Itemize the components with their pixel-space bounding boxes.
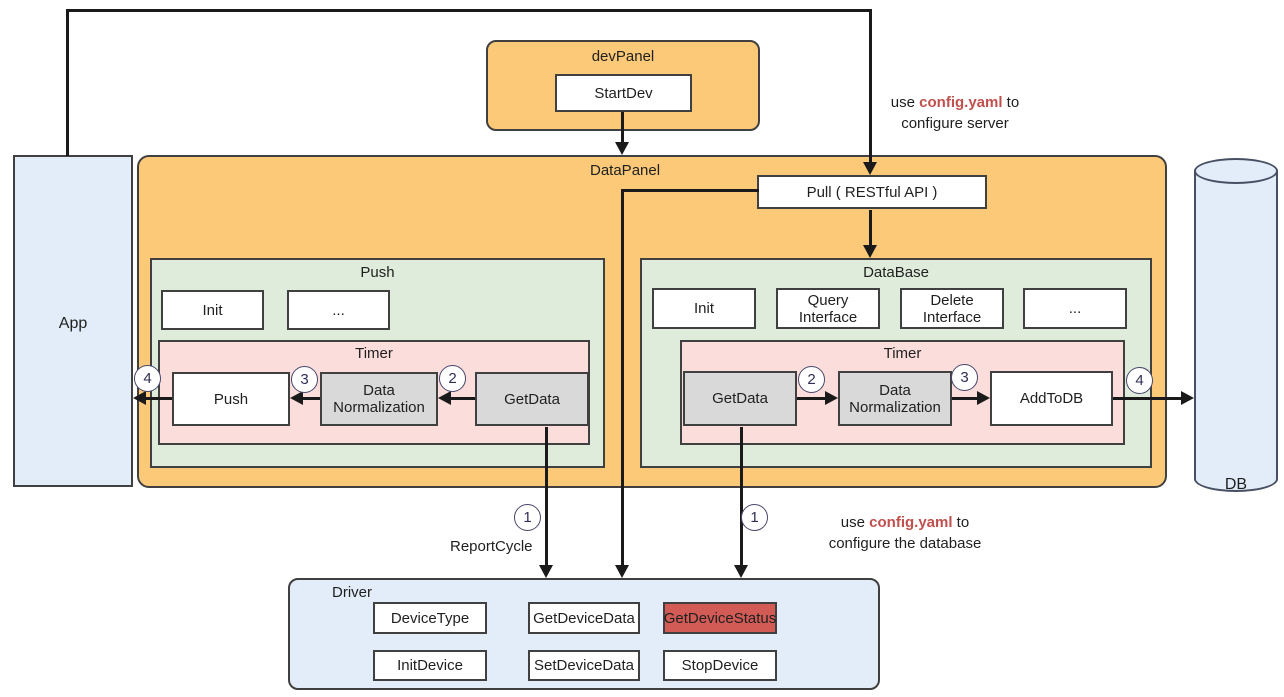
driver-initdevice-box: InitDevice (373, 650, 487, 681)
arrowhead-into-database (863, 245, 877, 258)
annotation-server-to: to (1002, 94, 1020, 111)
annotation-server-line2: configure server (901, 115, 1009, 132)
connector-pull-to-database (869, 210, 872, 246)
driver-getdevicedata-box: GetDeviceData (528, 602, 640, 634)
annotation-db-line2: configure the database (828, 535, 982, 552)
annotation-db-to: to (952, 514, 970, 531)
arrowhead-into-datapanel (615, 142, 629, 155)
database-more-box: ... (1023, 288, 1127, 329)
step-badge-2-right: 2 (798, 366, 825, 393)
pull-restful-api-box: Pull ( RESTful API ) (757, 175, 987, 209)
db-cylinder-top (1194, 158, 1278, 184)
driver-stopdevice-box: StopDevice (663, 650, 777, 681)
step-badge-1-left: 1 (514, 504, 541, 531)
annotation-db-use: use (840, 514, 870, 531)
connector-top-rail (66, 9, 872, 12)
connector-getdata-to-normalize-left (451, 397, 475, 400)
connector-normalize-to-addtodb (952, 397, 978, 400)
database-query-box: Query Interface (776, 288, 880, 329)
push-normalization-box: Data Normalization (320, 372, 438, 426)
connector-startdev-down (621, 112, 624, 143)
annotation-server-use: use (890, 94, 920, 111)
connector-normalize-to-push (303, 397, 320, 400)
push-timer-title: Timer (355, 345, 393, 362)
report-cycle-label: ReportCycle (450, 538, 533, 555)
database-getdata-box: GetData (683, 371, 797, 426)
arrowhead-into-db (1181, 391, 1194, 405)
arrowhead-into-pull (863, 162, 877, 175)
driver-devicetype-box: DeviceType (373, 602, 487, 634)
arrowhead-normalize-left (438, 391, 451, 405)
step-badge-3-left: 3 (291, 366, 318, 393)
arrowhead-pull-into-driver (615, 565, 629, 578)
data-panel-title: DataPanel (590, 162, 661, 179)
connector-getdata-right-to-driver (740, 427, 743, 566)
database-delete-box: Delete Interface (900, 288, 1004, 329)
arrowhead-into-app (133, 391, 146, 405)
startdev-box: StartDev (555, 74, 692, 112)
step-badge-2-left: 2 (439, 365, 466, 392)
db-cylinder-body (1194, 170, 1278, 492)
arrowhead-push (290, 391, 303, 405)
step-badge-1-right: 1 (741, 504, 768, 531)
annotation-db-config-file: config.yaml (869, 514, 953, 531)
connector-push-to-app (146, 397, 172, 400)
push-init-box: Init (161, 290, 264, 330)
db-label: DB (1224, 476, 1248, 493)
driver-getdevicestatus-box: GetDeviceStatus (663, 602, 777, 634)
push-getdata-box: GetData (475, 372, 589, 426)
step-badge-4-left: 4 (134, 365, 161, 392)
connector-app-up (66, 9, 69, 156)
connector-rail-to-pull (869, 9, 872, 162)
push-more-box: ... (287, 290, 390, 330)
database-timer-title: Timer (883, 345, 922, 362)
arrowhead-right-into-driver (734, 565, 748, 578)
arrowhead-normalize-right (825, 391, 838, 405)
dev-panel-title: devPanel (591, 48, 655, 65)
app-node: App (13, 155, 133, 487)
connector-pull-to-driver (621, 189, 624, 565)
database-init-box: Init (652, 288, 756, 329)
push-module-title: Push (360, 264, 395, 281)
step-badge-3-right: 3 (951, 364, 978, 391)
database-module-title: DataBase (863, 264, 929, 281)
arrowhead-left-into-driver (539, 565, 553, 578)
database-normalization-box: Data Normalization (838, 371, 952, 426)
driver-title: Driver (332, 584, 372, 601)
db-node: DB (1194, 158, 1278, 493)
connector-addtodb-to-db (1113, 397, 1182, 400)
push-step-box: Push (172, 372, 290, 426)
arrowhead-addtodb (977, 391, 990, 405)
annotation-configure-server: use config.yaml to configure server (860, 92, 1050, 134)
step-badge-4-right: 4 (1126, 367, 1153, 394)
annotation-configure-database: use config.yaml to configure the databas… (810, 512, 1000, 554)
database-addtodb-box: AddToDB (990, 371, 1113, 426)
connector-getdata-left-to-driver (545, 427, 548, 566)
driver-setdevicedata-box: SetDeviceData (528, 650, 640, 681)
connector-getdata-to-normalize-right (797, 397, 826, 400)
connector-pull-elbow (621, 189, 759, 192)
app-label: App (58, 315, 88, 332)
annotation-server-config-file: config.yaml (919, 94, 1003, 111)
